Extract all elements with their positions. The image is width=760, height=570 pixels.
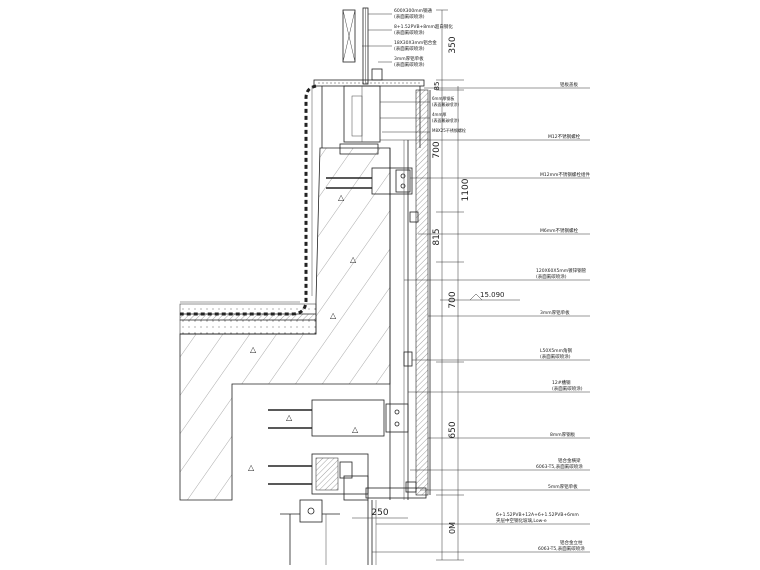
svg-text:△: △ xyxy=(248,463,255,472)
right-label-8: M12mm不锈钢螺栓组件 xyxy=(540,171,590,178)
anchor-rods xyxy=(268,177,372,485)
right-label-17: 8mm厚钢板 xyxy=(550,431,576,438)
dim-650: 650 xyxy=(448,421,458,438)
svg-text:△: △ xyxy=(338,193,345,202)
dim-700: 700 xyxy=(432,141,442,158)
svg-text:△: △ xyxy=(352,425,359,434)
glazing-system xyxy=(280,475,427,565)
right-label-15: 12#槽钢 xyxy=(552,379,571,386)
right-label-1: 铝板盖板 xyxy=(560,81,578,88)
aluminium-panel xyxy=(403,89,431,496)
dim-815: 815 xyxy=(432,228,442,245)
right-label-20: 5mm厚铝单板 xyxy=(548,483,578,490)
top-label-3: 8+1.52PVB+8mm超白钢化 xyxy=(394,23,453,30)
right-label-9: M6mm不锈钢螺栓 xyxy=(540,227,579,234)
top-label-leaders: 600X300mm钢通 (表面氟碳喷涂) 8+1.52PVB+8mm超白钢化 (… xyxy=(362,7,453,68)
right-label-7: M12不锈钢螺栓 xyxy=(548,133,581,140)
right-label-24: 6063-T5,表面氟碳喷涂 xyxy=(538,545,585,552)
dim-0m: 0M xyxy=(448,522,457,534)
right-label-3: (表面氟碳喷涂) xyxy=(432,101,460,107)
right-label-10: 120X60X5mm镀锌钢管 xyxy=(536,267,587,274)
svg-text:△: △ xyxy=(330,311,337,320)
right-label-22: 夹层中空钢化玻璃,Low-e xyxy=(496,517,547,524)
dim-85: 85 xyxy=(433,82,441,91)
dim-350: 350 xyxy=(448,36,458,53)
right-label-13: L50X5mm角钢 xyxy=(540,347,572,354)
steel-mullion xyxy=(389,140,409,500)
waterproof-membrane xyxy=(180,84,317,316)
steel-brackets xyxy=(311,167,413,495)
svg-text:△: △ xyxy=(286,413,293,422)
right-label-19: 6063-T5,表面氟碳喷涂 xyxy=(536,463,583,470)
top-label-8: (表面氟碳喷涂) xyxy=(394,61,425,68)
right-label-11: (表面氟碳喷涂) xyxy=(536,273,567,280)
right-label-16: (表面氟碳喷涂) xyxy=(552,385,583,392)
top-label-2: (表面氟碳喷涂) xyxy=(394,13,425,20)
level-marker: 15.090 xyxy=(440,291,520,301)
svg-text:△: △ xyxy=(350,255,357,264)
top-label-1: 600X300mm钢通 xyxy=(394,7,433,14)
top-label-6: (表面氟碳喷涂) xyxy=(394,45,425,52)
right-label-12: 3mm厚铝单板 xyxy=(540,309,570,316)
roof-layers xyxy=(179,301,317,335)
parapet-frame xyxy=(321,85,421,155)
right-label-18: 铝合金横梁 xyxy=(558,457,581,464)
right-label-4: 4mm厚 xyxy=(432,112,446,117)
svg-text:△: △ xyxy=(250,345,257,354)
right-label-21: 6+1.52PVB+12A+6+1.52PVB+6mm xyxy=(496,512,579,518)
top-label-4: (表面氟碳喷涂) xyxy=(394,29,425,36)
level-mark-text: 15.090 xyxy=(480,291,505,299)
right-label-6: M8X25不锈钢螺栓 xyxy=(432,127,466,133)
right-label-leaders: 铝板盖板 6mm厚钢板 (表面氟碳喷涂) 4mm厚 (表面氟碳喷涂) M8X25… xyxy=(372,81,590,553)
dim-250: 250 xyxy=(371,508,388,518)
right-label-2: 6mm厚钢板 xyxy=(432,95,454,101)
right-label-14: (表面氟碳喷涂) xyxy=(540,353,571,360)
top-label-5: 18X30X3mm铝合金 xyxy=(394,39,437,46)
right-label-23: 铝合金立柱 xyxy=(560,539,583,546)
right-label-5: (表面氟碳喷涂) xyxy=(432,117,460,123)
top-label-7: 3mm厚铝单板 xyxy=(394,55,424,62)
dim-1100: 1100 xyxy=(461,178,471,201)
